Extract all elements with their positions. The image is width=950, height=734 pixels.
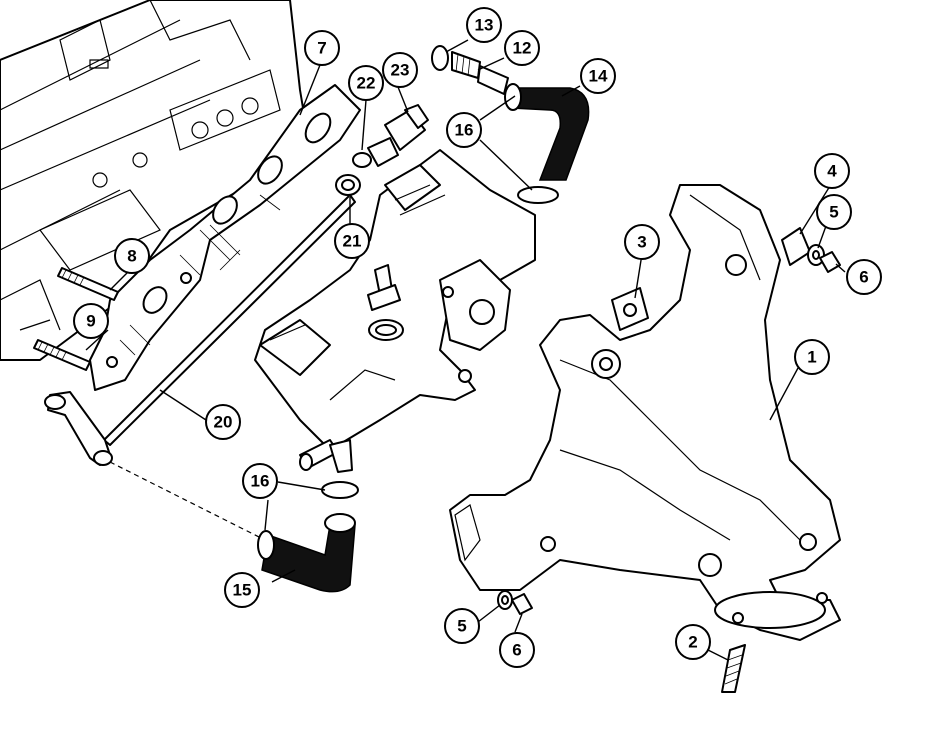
callout-6-lower: 6	[499, 632, 535, 668]
upper-hose	[504, 83, 590, 204]
callout-12: 12	[504, 30, 540, 66]
hose-adaptor	[431, 45, 509, 95]
callout-label: 16	[455, 121, 474, 140]
studs	[33, 267, 119, 371]
callout-2: 2	[675, 624, 711, 660]
callout-label: 15	[233, 581, 252, 600]
callout-label: 8	[127, 247, 136, 266]
callout-label: 20	[214, 413, 233, 432]
pipe-union	[335, 104, 429, 196]
callout-20: 20	[205, 404, 241, 440]
callout-23: 23	[382, 52, 418, 88]
callout-3: 3	[624, 224, 660, 260]
callout-label: 23	[391, 61, 410, 80]
engine-block-illustration	[0, 0, 311, 361]
callout-8: 8	[114, 238, 150, 274]
callout-14: 14	[580, 58, 616, 94]
callout-5-lower: 5	[444, 608, 480, 644]
callout-label: 4	[827, 162, 837, 181]
callout-21: 21	[334, 223, 370, 259]
callout-label: 6	[512, 641, 521, 660]
callout-4: 4	[814, 153, 850, 189]
callout-16-lower: 16	[242, 463, 278, 499]
callout-label: 12	[513, 39, 532, 58]
callout-label: 13	[475, 16, 494, 35]
callout-label: 6	[859, 268, 868, 287]
hose-route-dashed-line	[109, 461, 266, 541]
callout-label: 3	[637, 233, 646, 252]
callout-label: 5	[829, 203, 838, 222]
callout-label: 21	[343, 232, 362, 251]
callout-label: 5	[457, 617, 466, 636]
callout-13: 13	[466, 7, 502, 43]
callout-label: 7	[317, 39, 326, 58]
callout-7: 7	[304, 30, 340, 66]
heater-pipe	[44, 194, 356, 466]
callout-label: 14	[589, 67, 608, 86]
callout-6: 6	[846, 259, 882, 295]
manifold-gasket	[89, 84, 361, 391]
callout-1: 1	[794, 339, 830, 375]
leader-lines	[85, 39, 846, 661]
inlet-manifold	[254, 149, 536, 473]
callout-label: 1	[807, 348, 816, 367]
exhaust-manifold	[449, 184, 841, 641]
callout-15: 15	[224, 572, 260, 608]
callout-16-upper: 16	[446, 112, 482, 148]
callout-label: 16	[251, 472, 270, 491]
small-fixings	[497, 227, 841, 693]
callout-22: 22	[348, 65, 384, 101]
callout-label: 9	[86, 312, 95, 331]
callout-label: 2	[688, 633, 697, 652]
callout-5: 5	[816, 194, 852, 230]
lower-hose	[257, 481, 359, 593]
callout-9: 9	[73, 303, 109, 339]
callout-label: 22	[357, 74, 376, 93]
